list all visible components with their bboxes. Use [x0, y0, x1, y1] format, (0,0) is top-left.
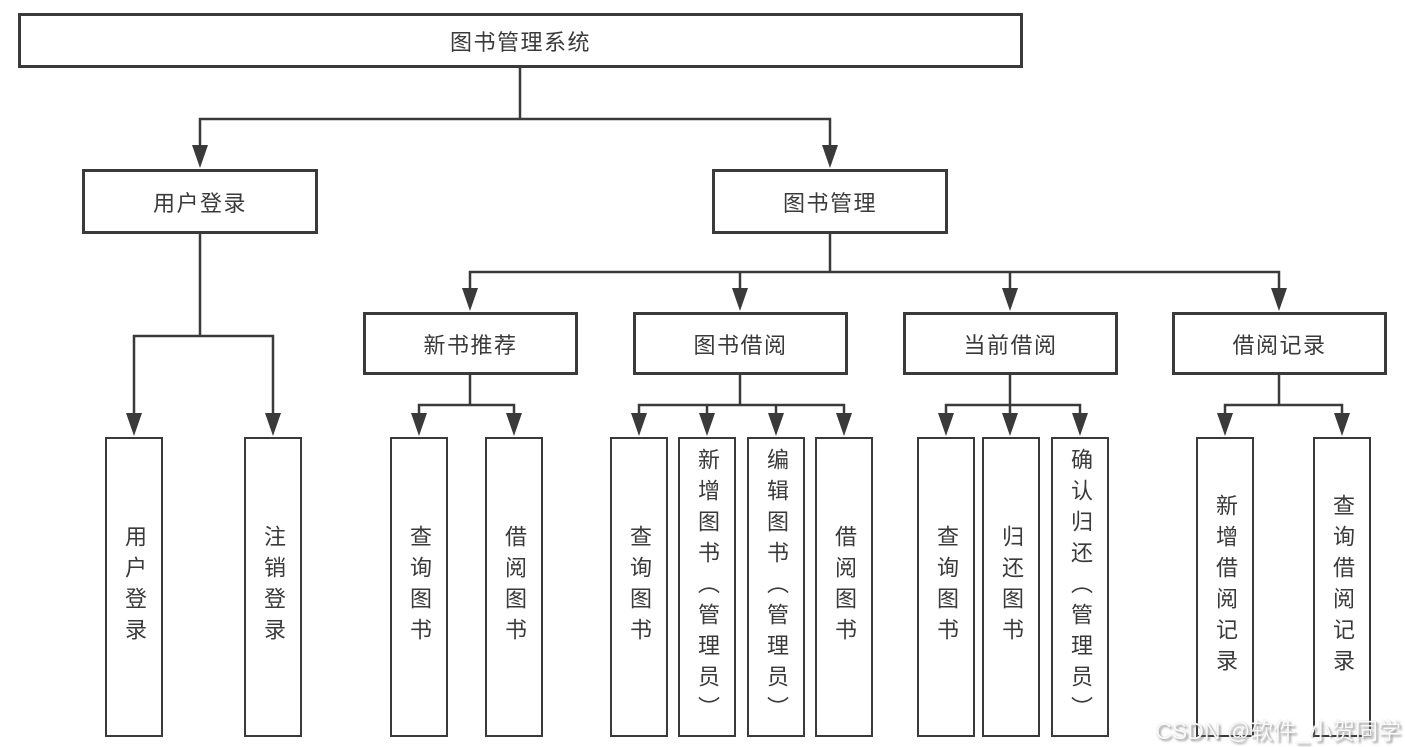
leaf-label: 查询借阅记录	[1330, 494, 1355, 680]
leaf-query-books-2: 查询图书	[610, 437, 668, 737]
csdn-watermark: CSDN @软件_小贺同学	[1155, 718, 1401, 744]
leaf-borrow-books: 借阅图书	[485, 437, 543, 737]
leaf-label: 归还图书	[999, 525, 1024, 649]
node-user-login: 用户登录	[82, 169, 318, 234]
leaf-query-borrow-record: 查询借阅记录	[1313, 437, 1371, 737]
leaf-add-books-admin: 新增图书（管理员）	[678, 437, 736, 737]
leaf-edit-books-admin: 编辑图书（管理员）	[747, 437, 805, 737]
node-borrowing-records: 借阅记录	[1172, 312, 1387, 375]
connector-bookmgmt-bracket	[468, 270, 1281, 303]
leaf-query-books: 查询图书	[390, 437, 448, 737]
leaf-logout: 注销登录	[244, 437, 302, 737]
connector-userlogin-bracket	[132, 334, 275, 428]
arrowheads	[126, 145, 1350, 436]
leaf-label: 查询图书	[934, 525, 959, 649]
node-label: 当前借阅	[963, 332, 1058, 358]
leaf-label: 编辑图书（管理员）	[764, 447, 789, 727]
node-new-book-recommendation: 新书推荐	[363, 312, 578, 375]
leaf-label: 查询图书	[627, 525, 652, 649]
node-current-borrowing: 当前借阅	[903, 312, 1118, 375]
leaf-label: 借阅图书	[832, 525, 857, 649]
leaf-user-login: 用户登录	[105, 437, 163, 737]
leaf-query-books-3: 查询图书	[917, 437, 975, 737]
leaf-label: 查询图书	[407, 525, 432, 649]
leaf-confirm-return-admin: 确认归还（管理员）	[1051, 437, 1109, 737]
leaf-label: 借阅图书	[502, 525, 527, 649]
node-label: 图书借阅	[693, 332, 788, 358]
leaf-label: 新增图书（管理员）	[695, 447, 720, 727]
node-label: 用户登录	[152, 190, 247, 216]
node-book-borrowing: 图书借阅	[633, 312, 848, 375]
node-label: 图书管理	[782, 190, 877, 216]
node-label: 新书推荐	[423, 332, 518, 358]
node-label: 借阅记录	[1232, 332, 1327, 358]
node-library-management-system: 图书管理系统	[18, 13, 1023, 68]
node-label: 图书管理系统	[449, 29, 591, 55]
leaf-label: 确认归还（管理员）	[1068, 447, 1093, 727]
leaf-borrow-books-2: 借阅图书	[815, 437, 873, 737]
leaf-add-borrow-record: 新增借阅记录	[1196, 437, 1254, 737]
connector-root-bracket	[198, 117, 832, 160]
leaf-return-books: 归还图书	[982, 437, 1040, 737]
leaf-label: 新增借阅记录	[1213, 494, 1238, 680]
leaf-label: 注销登录	[261, 525, 286, 649]
leaf-label: 用户登录	[122, 525, 147, 649]
node-book-management: 图书管理	[712, 169, 948, 234]
